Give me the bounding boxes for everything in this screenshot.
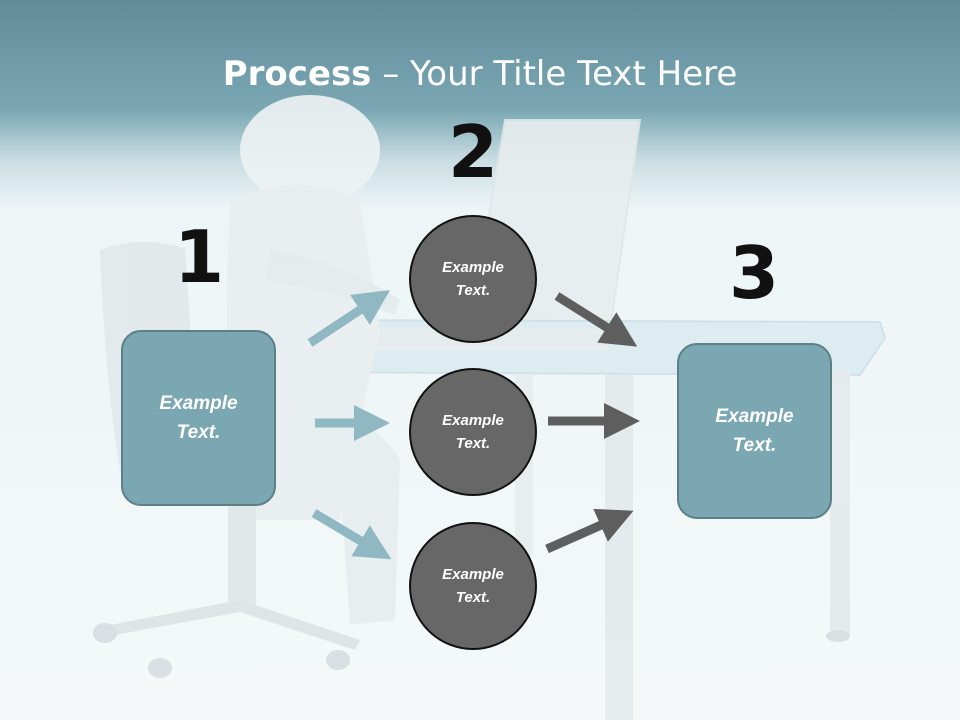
right-box: Example Text. xyxy=(677,343,832,519)
circle-3-text: Example Text. xyxy=(442,566,504,606)
circle-2-text: Example Text. xyxy=(442,412,504,452)
circle-1-text: Example Text. xyxy=(442,259,504,299)
arrow-to-circle-3 xyxy=(311,509,392,560)
arrow-from-circle-3 xyxy=(545,508,634,554)
step-number-3: 3 xyxy=(728,231,780,315)
step-number-2: 2 xyxy=(447,110,499,194)
title-bold: Process xyxy=(222,54,372,94)
arrow-from-circle-1 xyxy=(554,292,638,347)
title-rest: – Your Title Text Here xyxy=(371,54,738,94)
left-box: Example Text. xyxy=(121,330,276,506)
arrow-to-circle-1 xyxy=(307,290,391,347)
right-box-text: Example Text. xyxy=(715,406,794,456)
left-box-text: Example Text. xyxy=(159,393,238,443)
circle-1: Example Text. xyxy=(409,215,537,343)
step-number-1: 1 xyxy=(173,215,225,299)
slide-title: Process – Your Title Text Here xyxy=(0,52,960,96)
circle-2: Example Text. xyxy=(409,368,537,496)
circle-3: Example Text. xyxy=(409,522,537,650)
